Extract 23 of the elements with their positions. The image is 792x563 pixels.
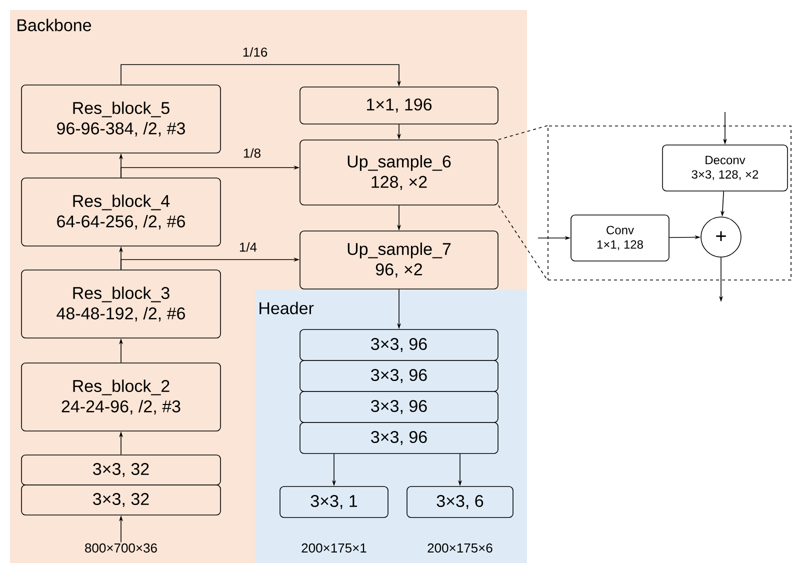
layer-box: 3×3, 96 bbox=[300, 360, 498, 392]
block-box: Res_block_5 96-96-384, /2, #3 bbox=[21, 84, 221, 154]
edge-label: 1/16 bbox=[241, 46, 269, 58]
block-box: Res_block_3 48-48-192, /2, #6 bbox=[21, 270, 221, 338]
layer-box: 3×3, 32 bbox=[21, 484, 221, 516]
layer-box: 1×1, 196 bbox=[300, 86, 498, 124]
layer-box: 3×3, 96 bbox=[300, 391, 498, 423]
layer-box: 3×3, 1 bbox=[280, 486, 388, 518]
edge-label: 1/8 bbox=[242, 147, 262, 159]
block-box: Res_block_4 64-64-256, /2, #6 bbox=[21, 178, 221, 246]
layer-box: 3×3, 96 bbox=[300, 329, 498, 361]
block-box: Up_sample_7 96, ×2 bbox=[300, 230, 498, 290]
layer-box: 3×3, 6 bbox=[406, 486, 514, 518]
layer-box: Deconv 3×3, 128, ×2 bbox=[662, 144, 788, 192]
input-size-label: 800×700×36 bbox=[85, 543, 157, 553]
layer-box: 3×3, 32 bbox=[21, 454, 221, 486]
layer-box: 3×3, 96 bbox=[300, 422, 498, 454]
layer-box: Conv 1×1, 128 bbox=[570, 214, 670, 262]
output-size-label: 200×175×6 bbox=[428, 543, 492, 553]
block-box: Up_sample_6 128, ×2 bbox=[300, 140, 498, 206]
edge-label: 1/4 bbox=[238, 241, 258, 253]
output-size-label: 200×175×1 bbox=[302, 543, 366, 553]
block-box: Res_block_2 24-24-96, /2, #3 bbox=[21, 362, 221, 432]
